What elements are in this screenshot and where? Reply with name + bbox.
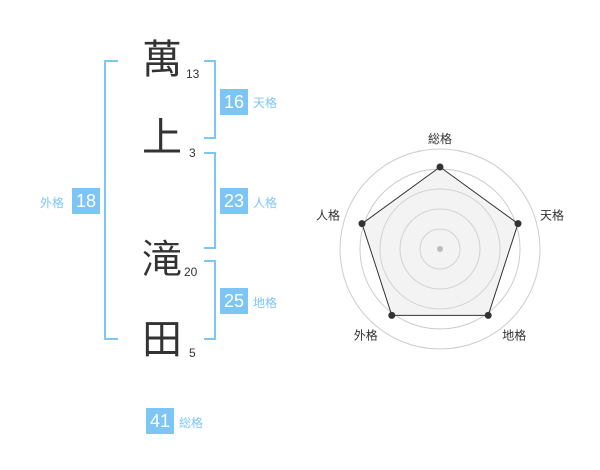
- jinkaku-bracket: [204, 152, 216, 249]
- gaikaku-value-badge: 18: [72, 188, 100, 214]
- radar-point-3: [484, 311, 492, 319]
- radar-axis-label-3: 地格: [502, 327, 526, 342]
- chikaku-bracket: [204, 260, 216, 340]
- name-char-3: 滝: [142, 237, 182, 283]
- gaikaku-bracket: [104, 60, 118, 340]
- soukaku-value-badge: 41: [146, 408, 174, 434]
- stroke-count-2: 3: [189, 146, 196, 160]
- radar-point-1: [436, 163, 444, 171]
- chikaku-label: 地格: [253, 296, 278, 310]
- radar-axis-label-1: 総格: [428, 131, 452, 146]
- radar-point-2: [514, 220, 522, 228]
- chikaku-value-badge: 25: [220, 288, 248, 314]
- radar-axis-label-4: 外格: [354, 327, 378, 342]
- tenkaku-label: 天格: [253, 96, 278, 110]
- jinkaku-value-badge: 23: [220, 188, 248, 214]
- radar-point-4: [388, 311, 396, 319]
- tenkaku-value-badge: 16: [220, 89, 248, 115]
- name-char-2: 上: [142, 115, 182, 161]
- radar-series-polygon: [361, 166, 519, 316]
- radar-ring: [379, 188, 501, 310]
- radar-ring: [419, 228, 461, 270]
- radar-ring: [399, 208, 481, 290]
- stroke-count-1: 13: [186, 67, 200, 81]
- radar-axis-label-2: 天格: [540, 208, 564, 223]
- stroke-count-3: 20: [184, 265, 198, 279]
- radar-ring: [339, 148, 541, 350]
- radar-center-dot: [437, 246, 443, 252]
- tenkaku-bracket: [204, 60, 216, 139]
- stroke-count-4: 5: [189, 346, 196, 360]
- gaikaku-label: 外格: [40, 196, 65, 210]
- name-char-4: 田: [142, 317, 182, 363]
- radar-point-5: [358, 220, 366, 228]
- radar-axis-label-5: 人格: [316, 208, 340, 223]
- soukaku-label: 総格: [179, 416, 204, 430]
- name-char-1: 萬: [142, 37, 182, 83]
- jinkaku-label: 人格: [253, 196, 278, 210]
